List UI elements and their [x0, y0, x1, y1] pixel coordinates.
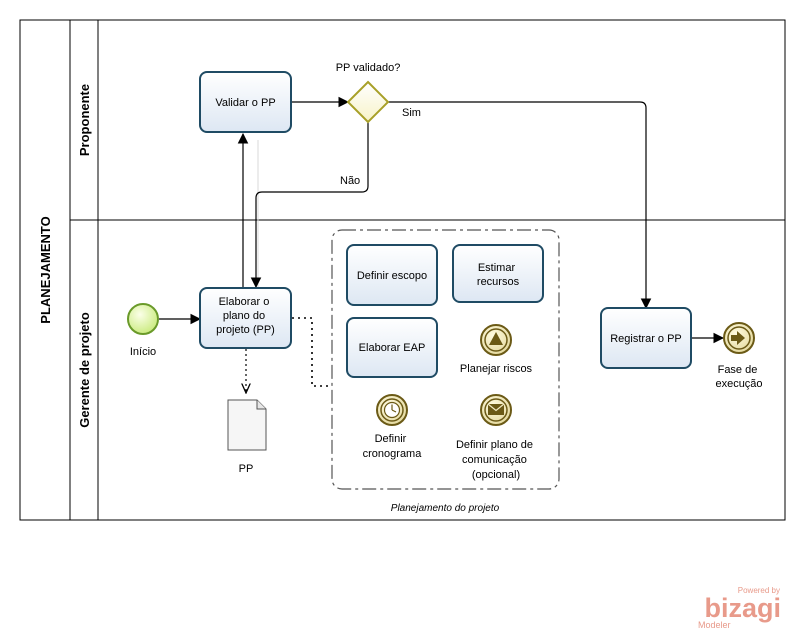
arrow-right-icon	[731, 331, 745, 345]
task-elaborar-line3: projeto (PP)	[216, 324, 275, 336]
task-elaborar[interactable]: Elaborar o plano do projeto (PP)	[199, 287, 292, 349]
product-name: Modeler	[698, 620, 731, 630]
svg-text:Elaborar o plano do: Elaborar o plano do projeto (PP)	[216, 296, 275, 336]
event-cronograma-line2: cronograma	[363, 448, 423, 460]
start-event[interactable]: Início	[127, 303, 159, 358]
gateway-yes-label: Sim	[402, 107, 421, 119]
svg-text:Definir cronograma: Definir cronograma	[363, 433, 423, 460]
data-object-pp-label: PP	[239, 463, 254, 475]
event-definir-cronograma[interactable]: Definir cronograma	[363, 394, 423, 460]
task-validar-label: Validar o PP	[215, 97, 275, 109]
triangle-icon	[489, 332, 503, 345]
task-elaborar-line1: Elaborar o	[219, 296, 270, 308]
gateway-question: PP validado?	[336, 62, 401, 74]
task-validar[interactable]: Validar o PP	[199, 71, 292, 133]
end-event-line1: Fase de	[718, 364, 758, 376]
event-planejar-riscos-label: Planejar riscos	[460, 363, 533, 375]
task-registrar-label: Registrar o PP	[610, 333, 682, 345]
task-elaborar-eap-label: Elaborar EAP	[359, 342, 426, 354]
flow-sim	[388, 101, 652, 310]
event-comunicacao-line1: Definir plano de	[456, 439, 533, 451]
svg-text:Estimar recursos: Estimar recursos	[477, 262, 520, 288]
task-estimar-line2: recursos	[477, 276, 520, 288]
flow-nao	[250, 122, 369, 289]
data-object-pp[interactable]: PP	[227, 399, 267, 475]
pool-title: PLANEJAMENTO	[38, 216, 53, 323]
start-event-label: Início	[130, 346, 156, 358]
event-comunicacao-line2: comunicação	[462, 454, 527, 466]
gateway-no-label: Não	[340, 175, 360, 187]
group-label: Planejamento do projeto	[391, 503, 500, 514]
end-event-line2: execução	[715, 378, 762, 390]
task-estimar-line1: Estimar	[478, 262, 516, 274]
envelope-icon	[487, 403, 505, 415]
event-definir-comunicacao[interactable]: Definir plano de comunicação (opcional)	[456, 394, 536, 481]
svg-text:Definir plano de comunic: Definir plano de comunicação (opcional)	[456, 439, 536, 481]
task-elaborar-line2: plano do	[223, 310, 265, 322]
task-definir-escopo[interactable]: Definir escopo	[346, 244, 438, 306]
svg-text:Fase de execução: Fase de execução	[715, 364, 762, 390]
gateway-pp-validado[interactable]: PP validado? Sim Não	[336, 62, 421, 187]
end-event-fase[interactable]: Fase de execução	[715, 322, 763, 390]
clock-icon	[383, 401, 401, 419]
event-comunicacao-line3: (opcional)	[472, 469, 520, 481]
group-planejamento: Planejamento do projeto	[331, 229, 560, 514]
task-elaborar-eap[interactable]: Elaborar EAP	[346, 317, 438, 378]
task-registrar[interactable]: Registrar o PP	[600, 307, 692, 369]
event-cronograma-line1: Definir	[375, 433, 407, 445]
task-estimar-recursos[interactable]: Estimar recursos	[452, 244, 544, 303]
powered-by-label: Powered by	[738, 586, 780, 595]
lane-label-gerente: Gerente de projeto	[77, 312, 92, 428]
lane-label-proponente: Proponente	[77, 84, 92, 156]
task-definir-escopo-label: Definir escopo	[357, 270, 427, 282]
assoc-elaborar-group	[292, 317, 332, 387]
bizagi-logo: Powered by bizagi Modeler	[698, 586, 781, 630]
event-planejar-riscos[interactable]: Planejar riscos	[460, 324, 533, 375]
flows	[159, 96, 725, 393]
brand-name: bizagi	[704, 593, 781, 623]
